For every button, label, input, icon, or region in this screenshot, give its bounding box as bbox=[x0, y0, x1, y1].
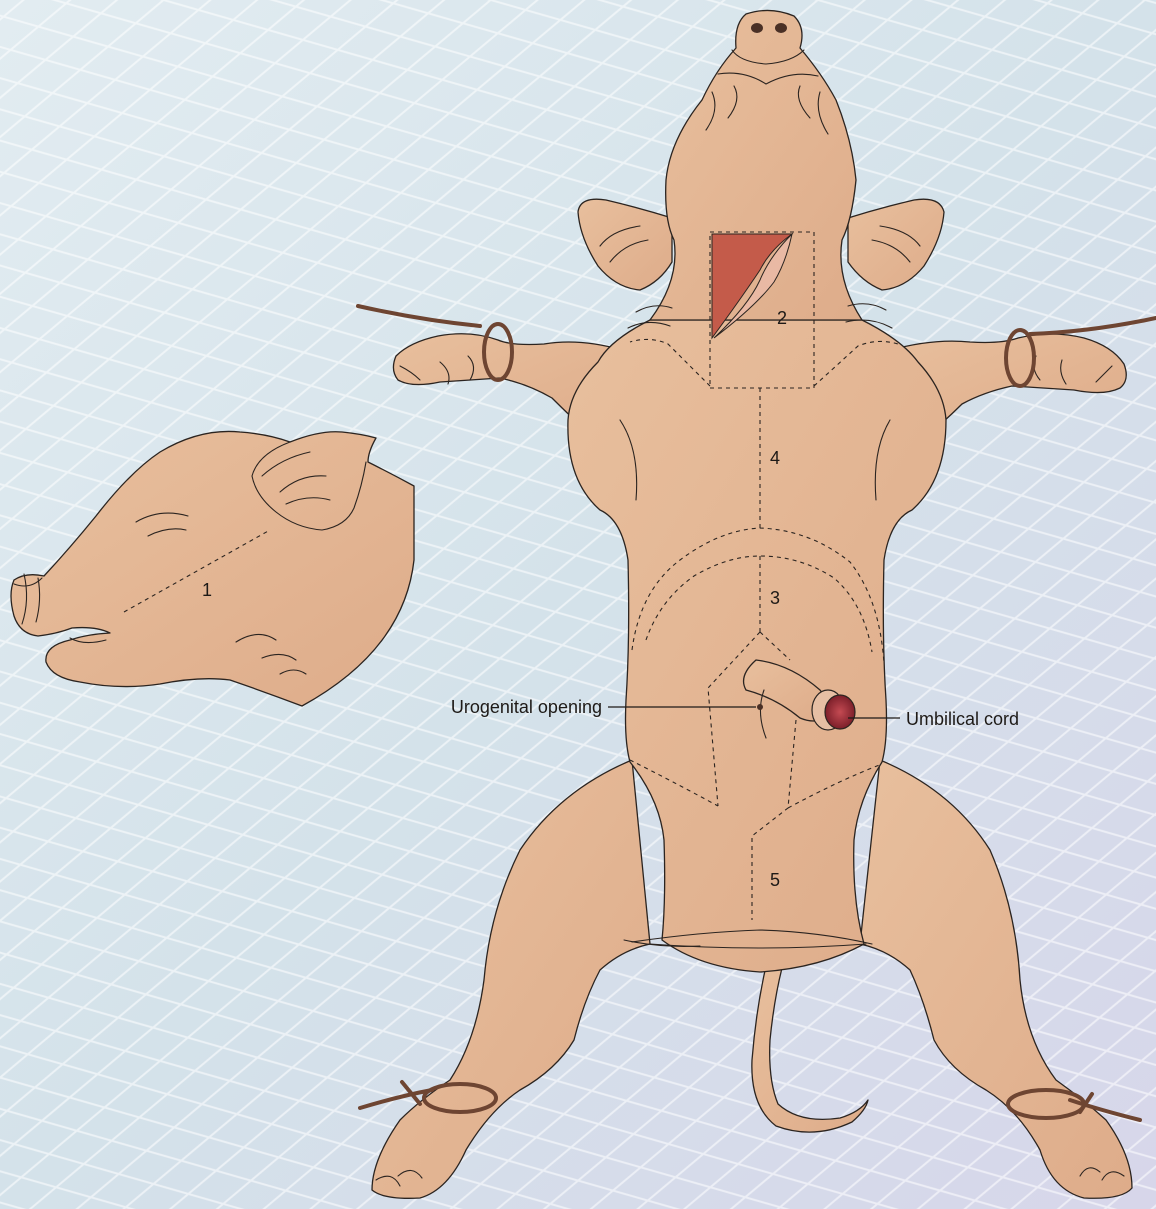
incision-number-1: 1 bbox=[202, 580, 212, 600]
nostril-left bbox=[751, 23, 763, 33]
urogenital-opening-marker bbox=[757, 704, 763, 710]
label-urogenital-opening: Urogenital opening bbox=[451, 697, 602, 717]
incision-number-4: 4 bbox=[770, 448, 780, 468]
incision-number-3: 3 bbox=[770, 588, 780, 608]
label-umbilical-cord: Umbilical cord bbox=[906, 709, 1019, 729]
nostril-right bbox=[775, 23, 787, 33]
incision-number-5: 5 bbox=[770, 870, 780, 890]
incision-number-2: 2 bbox=[777, 308, 787, 328]
